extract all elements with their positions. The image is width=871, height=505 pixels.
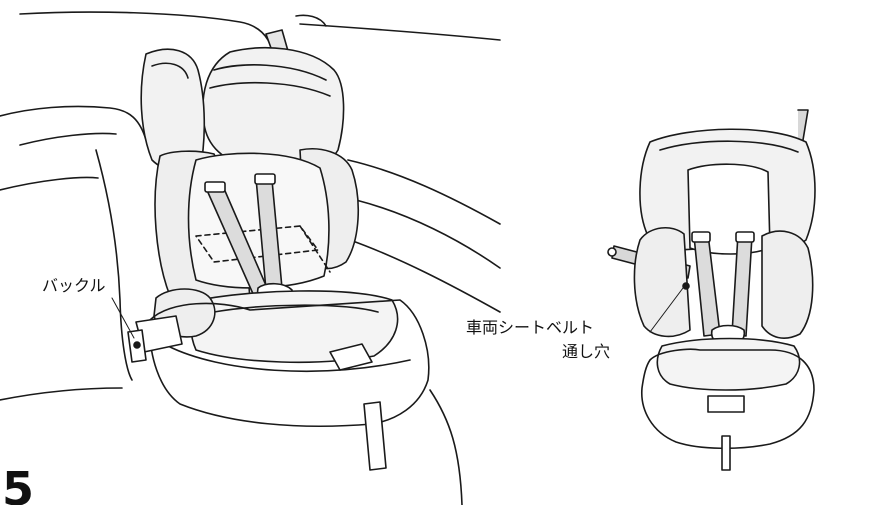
child-seat-left [127, 29, 430, 471]
buckle-label: バックル [42, 276, 106, 295]
vehicle-seat [0, 11, 501, 505]
buckle-leader-line [111, 297, 135, 339]
belt-hole-label-line1: 車両シートベルト [466, 318, 594, 337]
belt-hole-leader-line [649, 283, 687, 333]
belt-hole-marker [682, 282, 690, 290]
step-number: 5 [2, 462, 34, 505]
belt-hole-label-line2: 通し穴 [562, 342, 610, 361]
child-seat-right [607, 109, 816, 471]
